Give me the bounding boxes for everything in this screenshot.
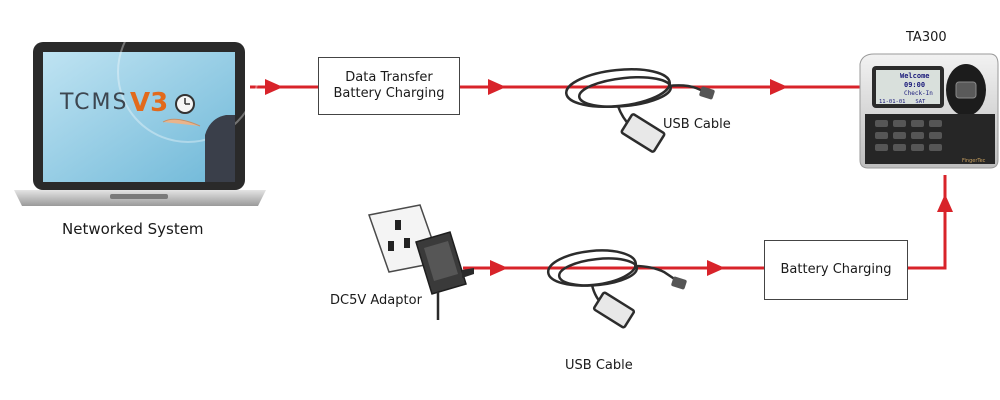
- battery-charging-box-label: Battery Charging: [780, 262, 892, 277]
- ta300-model-label: TA300: [906, 30, 947, 45]
- usb-cable-icon: [565, 68, 715, 153]
- dc5v-adaptor-caption: DC5V Adaptor: [330, 293, 422, 308]
- usb-cable-icon: [546, 249, 687, 329]
- tcms-logo-version: V3: [130, 88, 168, 118]
- terminal-screen-line-3: Check-In: [904, 90, 933, 97]
- usb-cable-caption-bottom: USB Cable: [565, 358, 633, 373]
- terminal-brand-logo: FingerTec: [962, 158, 986, 164]
- arrow-right-icon: [707, 260, 725, 276]
- usb-cable-caption-top: USB Cable: [663, 117, 731, 132]
- terminal-keypad: [875, 120, 942, 151]
- arrow-right-icon: [490, 260, 508, 276]
- battery-charging-label: Battery Charging: [333, 86, 445, 101]
- power-adaptor-icon: [368, 204, 474, 320]
- data-transfer-box: Data Transfer Battery Charging: [318, 57, 460, 115]
- networked-system-caption: Networked System: [62, 220, 204, 238]
- arrow-right-icon: [265, 79, 283, 95]
- terminal-screen-line-4: 11-01-01 SAT: [879, 99, 926, 105]
- arrow-right-icon: [488, 79, 506, 95]
- terminal-screen-line-2: 09:00: [904, 81, 925, 89]
- connector-arrows: [265, 79, 953, 276]
- battery-charging-box: Battery Charging: [764, 240, 908, 300]
- ta300-terminal-icon: [859, 53, 999, 169]
- data-transfer-label: Data Transfer: [345, 70, 433, 85]
- arrow-right-icon: [770, 79, 788, 95]
- arrow-up-icon: [937, 194, 953, 212]
- terminal-screen-line-1: Welcome: [900, 72, 930, 80]
- laptop-icon: [14, 1, 266, 206]
- tcms-logo-text: TCMS: [59, 90, 128, 115]
